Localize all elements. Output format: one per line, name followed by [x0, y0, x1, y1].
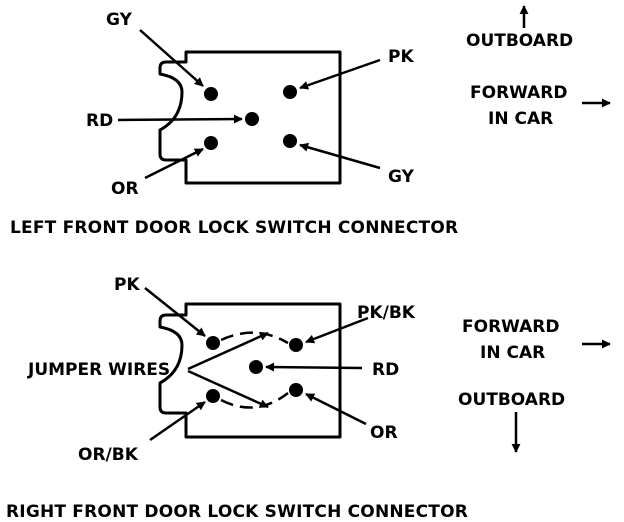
- right-label-or-bk: OR/BK: [78, 445, 139, 465]
- left-caption: LEFT FRONT DOOR LOCK SWITCH CONNECTOR: [10, 218, 458, 238]
- right-label-pk: PK: [114, 275, 140, 295]
- right-leader-pk-bk: [305, 316, 369, 344]
- left-leader-or: [144, 147, 204, 180]
- left-label-gy-top: GY: [106, 10, 133, 30]
- left-connector: GY PK RD OR GY OUTBOARD FORWARD IN CAR L…: [10, 5, 611, 238]
- left-label-rd: RD: [86, 111, 113, 131]
- right-pin-top-right: [289, 338, 303, 352]
- right-connector: PK PK/BK JUMPER WIRES RD OR/BK OR FORWAR…: [6, 275, 611, 522]
- left-pin-top-right: [283, 85, 297, 99]
- right-jumper-wire-bottom: [220, 392, 289, 409]
- left-forward-label-line2: IN CAR: [488, 109, 553, 129]
- left-pin-bottom-right: [283, 134, 297, 148]
- right-label-jumper-wires: JUMPER WIRES: [27, 360, 170, 380]
- left-leader-rd: [117, 114, 243, 124]
- left-label-pk: PK: [388, 47, 414, 67]
- right-leader-or-bk: [149, 400, 206, 442]
- left-pin-bottom-left: [204, 136, 218, 150]
- left-forward-label-line1: FORWARD: [470, 83, 568, 103]
- left-label-or: OR: [111, 179, 139, 199]
- right-leader-pk: [144, 287, 206, 337]
- right-pin-top-left: [206, 336, 220, 350]
- right-outboard-label: OUTBOARD: [458, 390, 565, 410]
- left-pin-middle: [245, 112, 259, 126]
- right-pin-bottom-right: [289, 383, 303, 397]
- left-leader-pk: [299, 58, 381, 90]
- left-leader-gy-top: [139, 29, 204, 87]
- left-leader-gy-bottom: [299, 142, 381, 170]
- left-outboard-label: OUTBOARD: [466, 31, 573, 51]
- right-jumper-wire-top: [220, 331, 289, 345]
- right-leader-jumper-top: [187, 331, 269, 371]
- left-connector-body: [158, 50, 342, 185]
- right-forward-label-line2: IN CAR: [480, 343, 545, 363]
- right-pin-bottom-left: [206, 389, 220, 403]
- right-label-rd: RD: [372, 360, 399, 380]
- right-forward-label-line1: FORWARD: [462, 317, 560, 337]
- right-leader-or: [305, 392, 367, 426]
- right-label-or: OR: [370, 423, 398, 443]
- right-leader-rd: [265, 362, 363, 372]
- right-pin-middle: [249, 360, 263, 374]
- right-leader-jumper-bottom: [187, 369, 269, 409]
- left-pin-top-left: [204, 87, 218, 101]
- right-label-pk-bk: PK/BK: [357, 303, 416, 323]
- left-label-gy-bottom: GY: [388, 167, 415, 187]
- right-caption: RIGHT FRONT DOOR LOCK SWITCH CONNECTOR: [6, 502, 468, 522]
- right-connector-body: [158, 302, 342, 439]
